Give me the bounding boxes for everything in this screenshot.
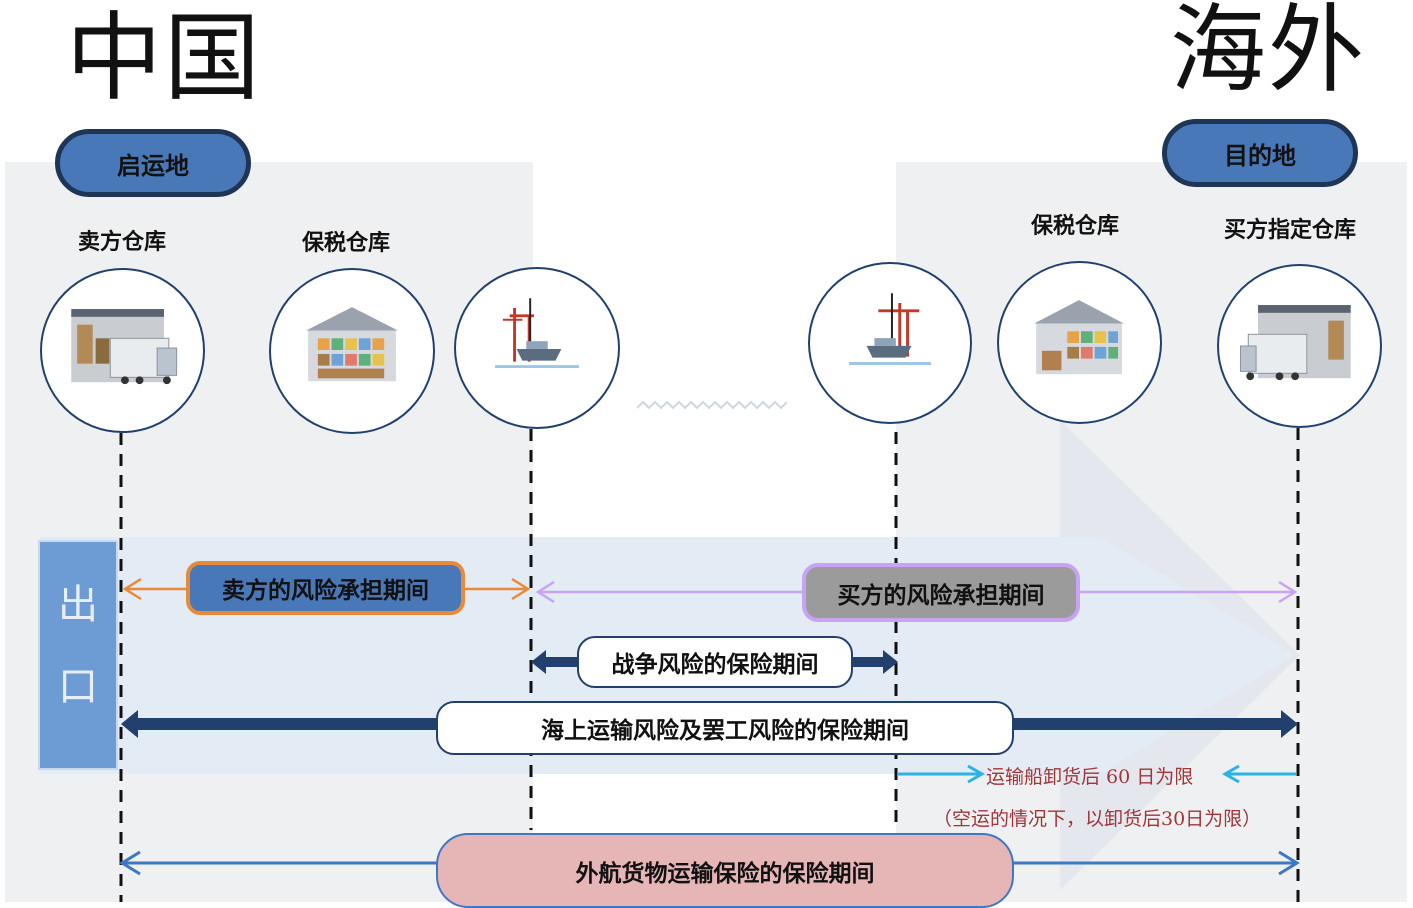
region-title-china: 中国 bbox=[66, 2, 262, 114]
region-title-overseas: 海外 bbox=[1170, 0, 1366, 106]
buyer-warehouse-circle bbox=[1217, 264, 1382, 428]
cargo-insurance-pill: 外航货物运输保险的保险期间 bbox=[436, 833, 1014, 908]
export-char-1: 出 bbox=[58, 582, 98, 628]
warehouse-truck-icon bbox=[71, 309, 178, 385]
air-thirty-day-note: （空运的情况下，以卸货后30日为限） bbox=[933, 808, 1262, 830]
port-left-circle bbox=[454, 267, 620, 429]
destination-pill: 目的地 bbox=[1162, 119, 1358, 187]
warehouse-truck-icon bbox=[1239, 305, 1351, 381]
export-band-arrowhead bbox=[1100, 537, 1295, 774]
origin-pill: 启运地 bbox=[55, 129, 251, 197]
wave-icon bbox=[637, 400, 787, 410]
war-risk-pill: 战争风险的保险期间 bbox=[577, 636, 853, 688]
label-bonded-warehouse-left: 保税仓库 bbox=[302, 230, 391, 256]
bonded-warehouse-icon bbox=[306, 307, 398, 382]
sixty-day-note: 运输船卸货后 60 日为限 bbox=[986, 766, 1194, 788]
port-crane-ship-icon bbox=[849, 293, 931, 365]
port-right-circle bbox=[808, 262, 972, 424]
port-crane-ship-icon bbox=[495, 298, 579, 368]
export-bar: 出 口 bbox=[38, 540, 118, 770]
label-seller-warehouse: 卖方仓库 bbox=[78, 229, 167, 255]
bonded-warehouse-left-circle bbox=[269, 268, 435, 434]
marine-strike-pill: 海上运输风险及罢工风险的保险期间 bbox=[436, 701, 1014, 755]
bonded-warehouse-icon bbox=[1034, 300, 1124, 375]
seller-risk-pill: 卖方的风险承担期间 bbox=[186, 561, 465, 615]
buyer-risk-pill: 买方的风险承担期间 bbox=[802, 563, 1080, 622]
export-char-2: 口 bbox=[58, 664, 98, 710]
label-buyer-warehouse: 买方指定仓库 bbox=[1224, 217, 1357, 243]
sixty-day-arrows bbox=[897, 764, 1296, 784]
seller-warehouse-circle bbox=[40, 268, 205, 433]
label-bonded-warehouse-right: 保税仓库 bbox=[1031, 213, 1120, 239]
bonded-warehouse-right-circle bbox=[997, 261, 1162, 424]
